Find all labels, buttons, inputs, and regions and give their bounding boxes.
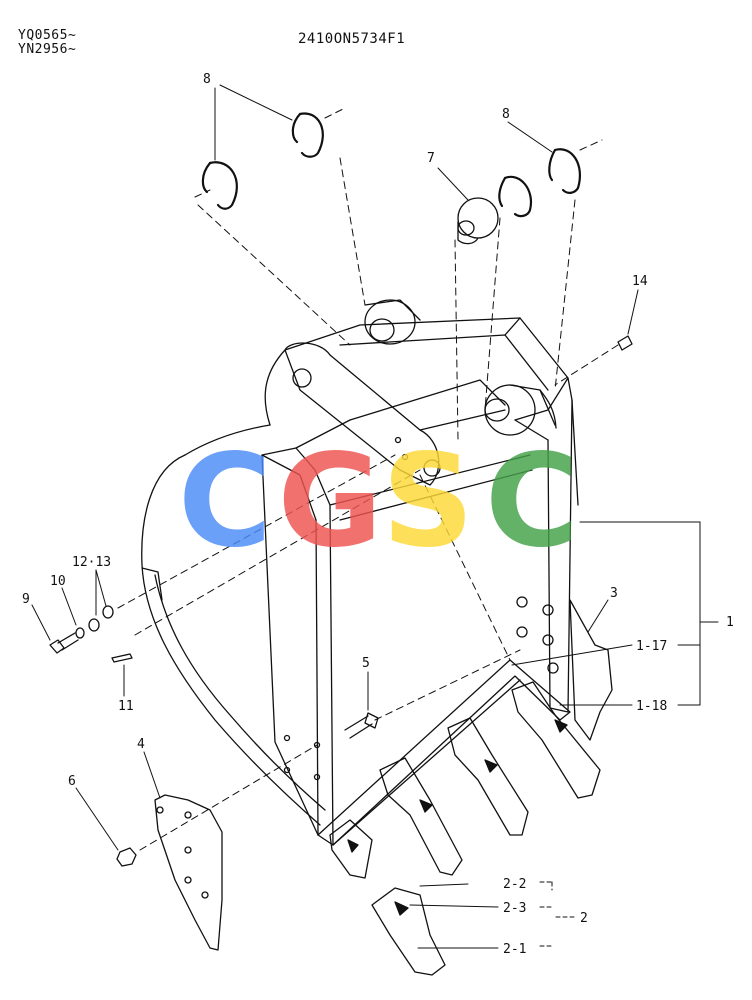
rear-pin-boss (364, 299, 416, 345)
callout-8-left: 8 (203, 72, 211, 87)
callout-8-right: 8 (502, 107, 510, 122)
loose-tooth (371, 887, 446, 976)
spring-pin-11 (111, 653, 133, 663)
bucket-teeth (329, 681, 601, 879)
watermark-letter-4: C (485, 427, 579, 576)
washer-12 (88, 618, 100, 632)
callout-6: 6 (68, 774, 76, 789)
part-number: 2410ON5734F1 (298, 31, 406, 47)
side-cutter-left (154, 794, 223, 951)
serial-range-line-1: YQ0565~ (18, 28, 77, 43)
callout-12-13: 12·13 (72, 555, 111, 570)
callout-10: 10 (50, 574, 66, 589)
part-2-bracket (539, 881, 576, 947)
snap-ring-right-upper (553, 148, 581, 194)
tooth-2 (379, 757, 463, 876)
serial-range-line-2: YN2956~ (18, 42, 77, 57)
callout-9: 9 (22, 592, 30, 607)
tooth-1 (329, 819, 373, 879)
assembly-lines (117, 107, 619, 851)
cutting-edge (317, 659, 571, 846)
callout-1-18: 1-18 (636, 699, 667, 714)
tooth-3 (447, 717, 529, 836)
watermark-letter-3: S (382, 427, 474, 576)
callout-11: 11 (118, 699, 134, 714)
callout-2-2: 2-2 (503, 877, 526, 892)
snap-ring-right-lower (503, 175, 533, 218)
callout-14: 14 (632, 274, 648, 289)
watermark-letter-1: C (178, 427, 272, 576)
bucket-back-plate (264, 317, 569, 426)
linkage-brackets (284, 299, 557, 486)
hardware-parts (49, 112, 633, 867)
left-bracket (284, 342, 440, 486)
watermark-letter-2: G (277, 427, 382, 576)
washer-10 (75, 627, 85, 639)
cgsc-watermark: C G S C (178, 427, 579, 576)
callout-2: 2 (580, 911, 588, 926)
snap-ring-left-lower (208, 161, 238, 210)
bucket-body (141, 317, 579, 846)
callout-5: 5 (362, 656, 370, 671)
bucket-shell-curve (141, 454, 321, 826)
bolt-5 (344, 712, 379, 739)
side-cutter-right (569, 599, 613, 741)
callout-3: 3 (610, 586, 618, 601)
nut-13 (102, 605, 114, 619)
tooth-4 (511, 681, 601, 799)
callout-2-1: 2-1 (503, 942, 526, 957)
callout-2-3: 2-3 (503, 901, 526, 916)
callout-1: 1 (726, 615, 734, 630)
lock-pin (617, 335, 633, 351)
bolt-9 (49, 632, 79, 654)
callout-labels: 8 8 7 14 1 1-17 1-18 3 12·13 10 9 11 5 4… (22, 72, 734, 957)
callout-4: 4 (137, 737, 145, 752)
snap-ring-left-upper (298, 112, 324, 158)
callout-7: 7 (427, 151, 435, 166)
leader-lines (31, 84, 719, 949)
bushing (457, 197, 499, 245)
callout-1-17: 1-17 (636, 639, 667, 654)
nut-6 (116, 847, 137, 867)
